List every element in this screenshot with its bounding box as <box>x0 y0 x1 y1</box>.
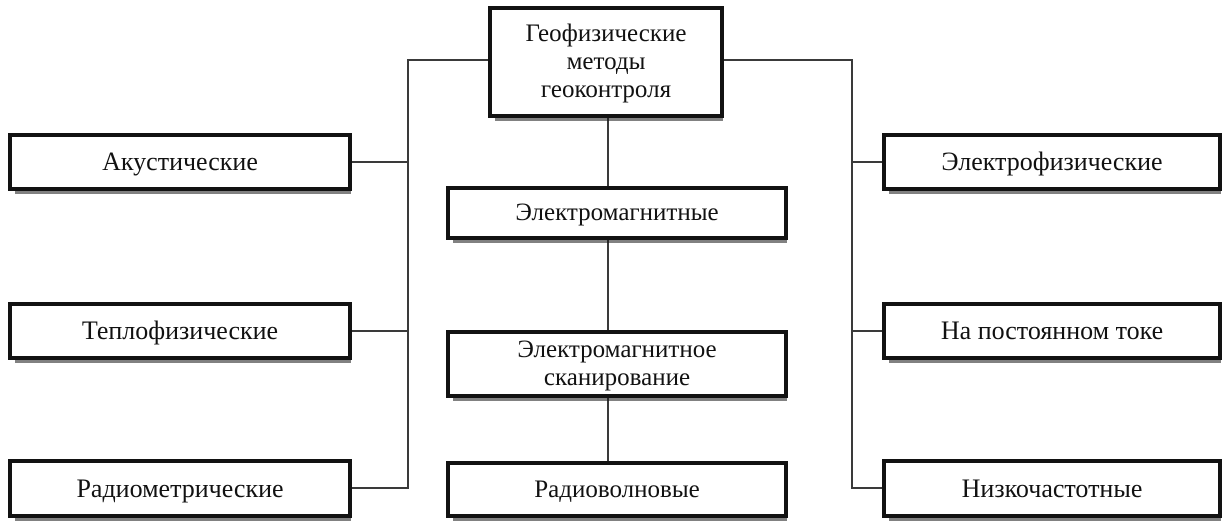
node-electrophysical[interactable]: Электрофизические <box>882 133 1222 194</box>
connector-right-electrophysical <box>851 161 884 163</box>
connector-right-direct-current <box>851 330 884 332</box>
node-radiowave[interactable]: Радиоволновые <box>446 461 788 521</box>
connector-root-electromagnetic <box>607 116 609 188</box>
node-radiometric-label: Радиометрические <box>76 473 284 503</box>
connector-left-thermophysical <box>351 330 409 332</box>
connector-left-radiometric <box>351 487 409 489</box>
node-thermophysical-label: Теплофизические <box>81 316 279 346</box>
connector-right-low-frequency <box>851 487 884 489</box>
node-radiowave-label: Радиоволновые <box>534 475 700 503</box>
node-electrophysical-label: Электрофизические <box>941 147 1163 177</box>
connector-electromagnetic-scanning <box>607 238 609 332</box>
node-root-line3: геоконтроля <box>540 76 672 103</box>
node-electromagnetic-scanning-line1: Электромагнитное <box>517 336 717 363</box>
connector-root-right <box>722 59 853 61</box>
node-acoustic[interactable]: Акустические <box>8 133 352 194</box>
node-direct-current-label: На постоянном токе <box>940 316 1164 346</box>
connector-left-bus <box>407 59 409 488</box>
node-direct-current[interactable]: На постоянном токе <box>882 302 1222 363</box>
node-root-line2: методы <box>566 48 646 75</box>
connector-right-bus <box>851 59 853 488</box>
node-low-frequency[interactable]: Низкочастотные <box>882 459 1222 521</box>
node-electromagnetic[interactable]: Электромагнитные <box>446 186 788 243</box>
node-low-frequency-label: Низкочастотные <box>961 473 1143 503</box>
node-electromagnetic-scanning-line2: сканирование <box>543 364 691 391</box>
node-acoustic-label: Акустические <box>102 147 258 177</box>
connector-scanning-radiowave <box>607 396 609 462</box>
connector-left-acoustic <box>351 161 409 163</box>
node-radiometric[interactable]: Радиометрические <box>8 459 352 521</box>
connector-root-left <box>408 59 490 61</box>
node-thermophysical[interactable]: Теплофизические <box>8 302 352 363</box>
node-electromagnetic-label: Электромагнитные <box>515 199 719 226</box>
node-root-line1: Геофизические <box>525 20 687 47</box>
